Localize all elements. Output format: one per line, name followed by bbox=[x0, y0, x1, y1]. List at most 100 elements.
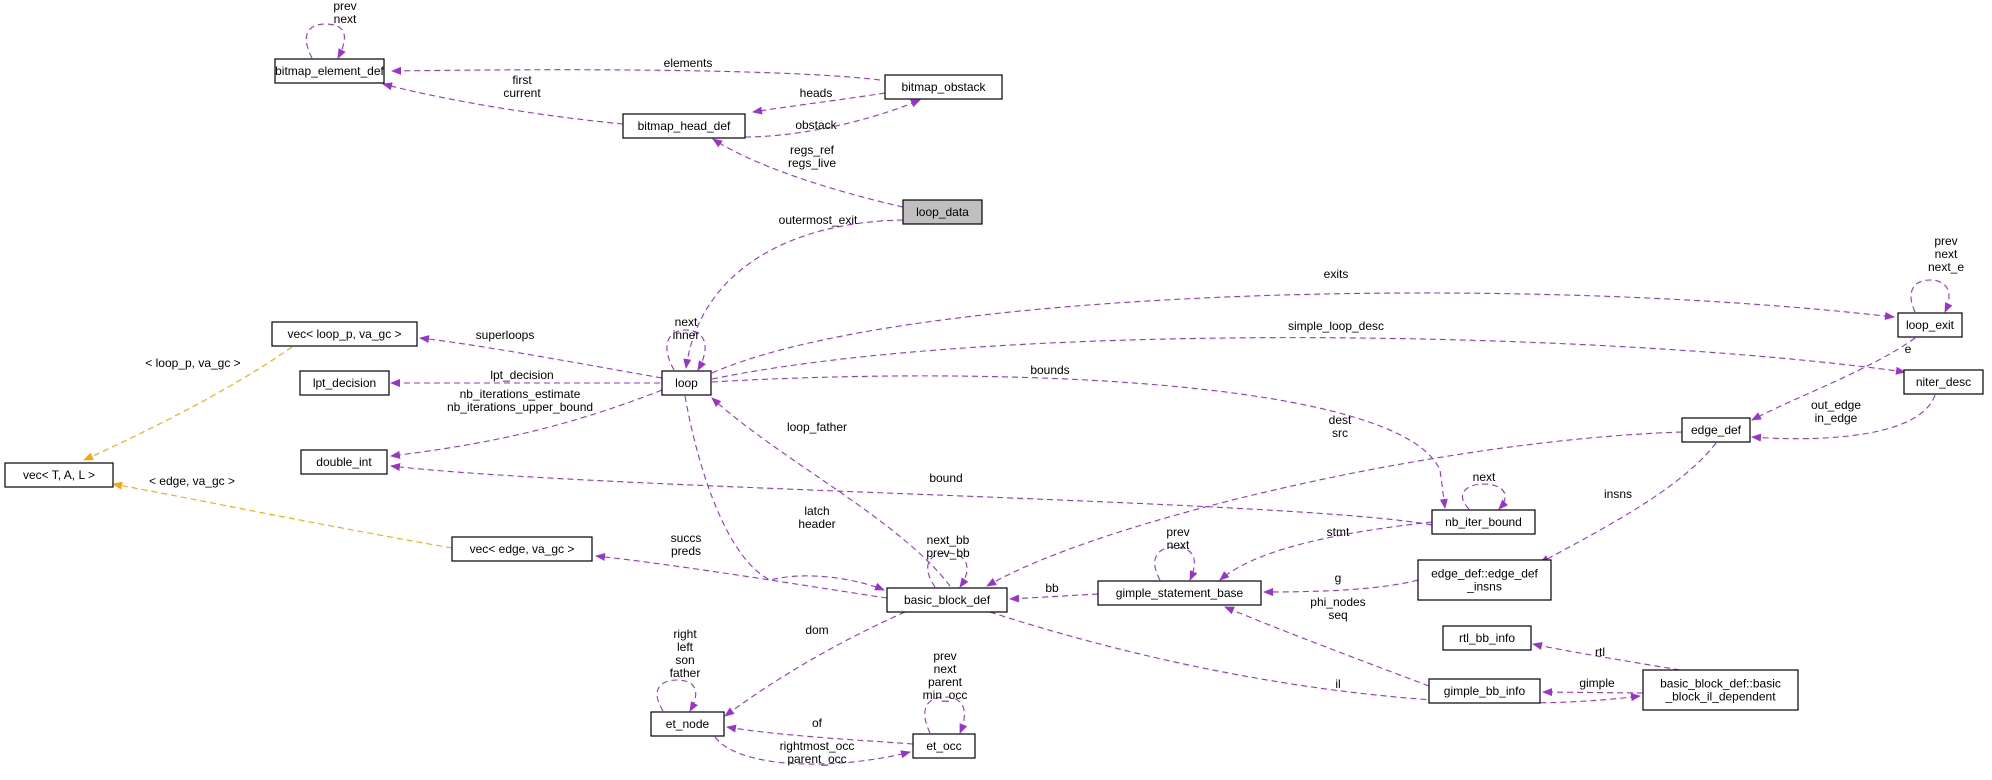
edge-label-line: lpt_decision bbox=[490, 368, 553, 382]
edge-label-line: of bbox=[812, 716, 823, 730]
node-label-line: bitmap_element_def bbox=[275, 64, 384, 78]
node-label-line: loop bbox=[675, 376, 698, 390]
node-label: gimple_statement_base bbox=[1116, 586, 1244, 600]
edge-label-line: exits bbox=[1324, 267, 1349, 281]
node-box bbox=[1903, 369, 1984, 395]
edge-gimple-statement-base-to-basic-block-def bbox=[1009, 593, 1099, 603]
edge-label: next bbox=[1473, 470, 1496, 484]
edge-label: < edge, va_gc > bbox=[149, 474, 235, 488]
node-label-line: et_occ bbox=[926, 739, 961, 753]
edge-loop-exit-to-edge-def bbox=[1751, 337, 1916, 421]
node-label: niter_desc bbox=[1916, 375, 1971, 389]
node-box bbox=[274, 58, 385, 84]
edge-label-line: prev bbox=[1166, 525, 1189, 539]
node-label: loop_exit bbox=[1906, 318, 1955, 332]
node-vec-T-A-L[interactable]: vec< T, A, L > bbox=[4, 462, 114, 488]
edge-edge-def-insns-to-gimple-statement-base bbox=[1263, 579, 1419, 596]
edge-label-line: e bbox=[1905, 342, 1912, 356]
edge-label: bb bbox=[1045, 581, 1059, 595]
node-box bbox=[451, 536, 593, 562]
edge-label: insns bbox=[1604, 487, 1632, 501]
edge-label-line: gimple bbox=[1579, 676, 1615, 690]
node-box bbox=[884, 74, 1003, 100]
edge-label: simple_loop_desc bbox=[1288, 319, 1384, 333]
edge-label-line: bound bbox=[929, 471, 962, 485]
node-loop-data[interactable]: loop_data bbox=[902, 199, 983, 225]
edge-et-node-to-et-occ bbox=[714, 736, 911, 765]
edge-gimple-bb-info-to-gimple-statement-base bbox=[1224, 606, 1430, 687]
node-basic-block-def[interactable]: basic_block_def bbox=[886, 587, 1008, 613]
node-vec-loop-p[interactable]: vec< loop_p, va_gc > bbox=[271, 321, 418, 347]
node-label-line: bitmap_obstack bbox=[901, 80, 986, 94]
node-label-line: rtl_bb_info bbox=[1459, 631, 1515, 645]
edge-loop-data-to-bitmap-head-def bbox=[712, 138, 904, 208]
edge-bb-il-dependent-to-gimple-bb-info bbox=[1542, 688, 1644, 697]
node-label: nb_iter_bound bbox=[1445, 515, 1522, 529]
node-gimple-statement-base[interactable]: gimple_statement_base bbox=[1097, 580, 1262, 606]
edge-label-line: left bbox=[677, 640, 694, 654]
node-edge-def-insns[interactable]: edge_def::edge_def_insns bbox=[1417, 559, 1552, 601]
node-label: bitmap_head_def bbox=[638, 119, 731, 133]
edge-label-line: next bbox=[1167, 538, 1190, 552]
node-vec-edge[interactable]: vec< edge, va_gc > bbox=[451, 536, 593, 562]
node-label-line: edge_def::edge_def bbox=[1431, 567, 1538, 581]
node-rtl-bb-info[interactable]: rtl_bb_info bbox=[1442, 625, 1532, 651]
edge-label-line: latch bbox=[804, 504, 829, 518]
edge-label-line: next bbox=[934, 662, 957, 676]
node-bb-il-dependent[interactable]: basic_block_def::basic_block_il_dependen… bbox=[1642, 669, 1799, 711]
edge-label-line: rightmost_occ bbox=[780, 739, 855, 753]
edge-label: obstack bbox=[795, 118, 837, 132]
edge-label-line: bounds bbox=[1030, 363, 1069, 377]
node-box bbox=[1097, 580, 1262, 606]
node-et-occ[interactable]: et_occ bbox=[912, 733, 976, 759]
node-box bbox=[1442, 625, 1532, 651]
edge-label-line: outermost_exit bbox=[779, 213, 858, 227]
node-label-line: basic_block_def bbox=[904, 593, 991, 607]
node-edge-def[interactable]: edge_def bbox=[1681, 417, 1751, 443]
node-bitmap-element-def[interactable]: bitmap_element_def bbox=[274, 58, 385, 84]
node-label-line: gimple_statement_base bbox=[1116, 586, 1244, 600]
node-label-line: loop_exit bbox=[1906, 318, 1955, 332]
edge-label-line: son bbox=[675, 653, 694, 667]
node-nb-iter-bound[interactable]: nb_iter_bound bbox=[1431, 509, 1536, 535]
node-gimple-bb-info[interactable]: gimple_bb_info bbox=[1428, 678, 1541, 704]
edge-basic-block-def-to-vec-edge bbox=[595, 552, 888, 599]
edge-nb-iter-bound-to-double-int bbox=[390, 463, 1433, 526]
edge-label-line: nb_iterations_estimate bbox=[460, 387, 581, 401]
edge-edge-def-to-edge-def-insns bbox=[1539, 442, 1717, 564]
edge-basic-block-def-to-bb-il-dependent bbox=[989, 611, 1641, 704]
edge-edge-def-to-basic-block-def bbox=[986, 431, 1683, 587]
edge-label-line: next bbox=[334, 12, 357, 26]
edge-label: superloops bbox=[476, 328, 535, 342]
edge-bitmap-head-def-to-bitmap-obstack bbox=[744, 99, 921, 138]
edge-label-line: prev bbox=[1934, 234, 1957, 248]
node-loop-exit[interactable]: loop_exit bbox=[1897, 312, 1963, 338]
node-label-line: vec< loop_p, va_gc > bbox=[287, 327, 401, 341]
node-box bbox=[1417, 559, 1552, 601]
edge-loop-data-to-loop bbox=[683, 219, 904, 369]
edge-label-line: father bbox=[670, 666, 701, 680]
node-label: basic_block_def::basic_block_il_dependen… bbox=[1660, 677, 1781, 704]
node-loop[interactable]: loop bbox=[661, 370, 712, 396]
node-label: edge_def::edge_def_insns bbox=[1431, 567, 1538, 594]
edge-loop-exit-to-loop-exit bbox=[1910, 279, 1953, 313]
node-bitmap-head-def[interactable]: bitmap_head_def bbox=[622, 113, 746, 139]
node-lpt-decision[interactable]: lpt_decision bbox=[299, 370, 390, 396]
node-et-node[interactable]: et_node bbox=[650, 711, 725, 737]
edge-label-line: loop_father bbox=[787, 420, 847, 434]
node-bitmap-obstack[interactable]: bitmap_obstack bbox=[884, 74, 1003, 100]
edge-label-line: simple_loop_desc bbox=[1288, 319, 1384, 333]
edge-bitmap-obstack-to-bitmap-head-def bbox=[752, 92, 886, 115]
node-niter-desc[interactable]: niter_desc bbox=[1903, 369, 1984, 395]
edge-basic-block-def-to-et-node bbox=[724, 611, 906, 717]
node-double-int[interactable]: double_int bbox=[300, 449, 388, 475]
node-label: edge_def bbox=[1691, 423, 1742, 437]
node-label: vec< edge, va_gc > bbox=[470, 542, 575, 556]
node-box bbox=[1897, 312, 1963, 338]
